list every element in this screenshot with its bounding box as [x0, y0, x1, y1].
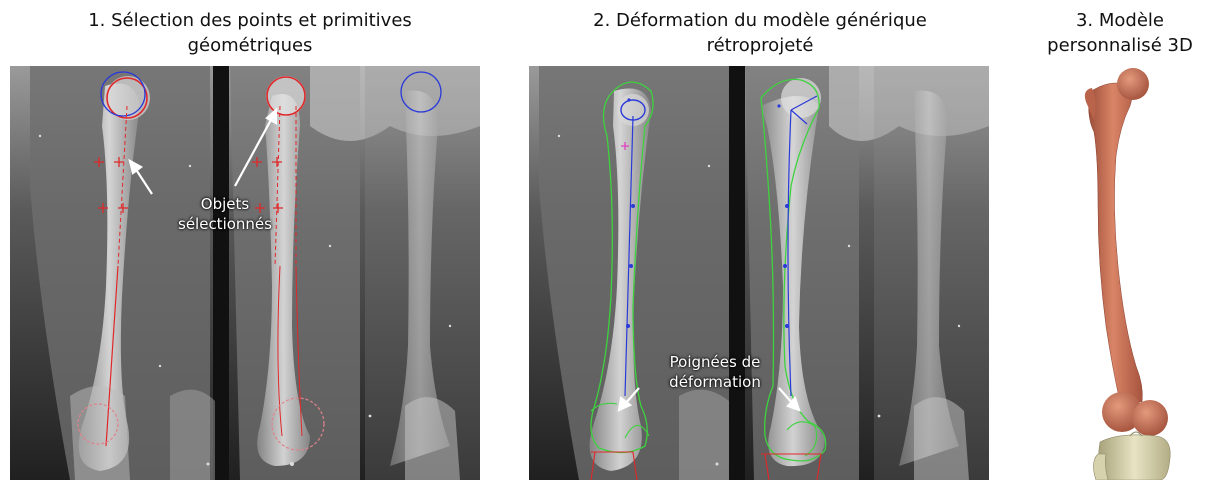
divider-strip — [213, 66, 229, 480]
label-selected-objects: Objets sélectionnés — [165, 194, 285, 234]
knee-left — [70, 386, 130, 480]
caption-step-1: 1. Sélection des points et primitives gé… — [20, 8, 480, 58]
divider-strip — [729, 66, 745, 480]
femur-3d — [1089, 83, 1143, 402]
knee-mid — [170, 390, 215, 480]
knee-mid — [679, 390, 729, 480]
model-3d-panel — [1060, 66, 1210, 480]
xray-panel-selection — [10, 66, 480, 480]
tibia-3d — [1099, 435, 1171, 480]
xray-panel-deformation — [529, 66, 989, 480]
caption-step-2: 2. Déformation du modèle générique rétro… — [530, 8, 990, 58]
medial-condyle-3d — [1132, 400, 1168, 436]
knee-right — [914, 397, 969, 480]
femoral-head-3d — [1117, 68, 1149, 100]
knee-right — [405, 397, 460, 480]
lateral-femoral-head — [781, 78, 821, 118]
caption-step-3: 3. Modèle personnalisé 3D — [1030, 8, 1210, 58]
label-deformation-handles: Poignées de déformation — [650, 352, 780, 392]
